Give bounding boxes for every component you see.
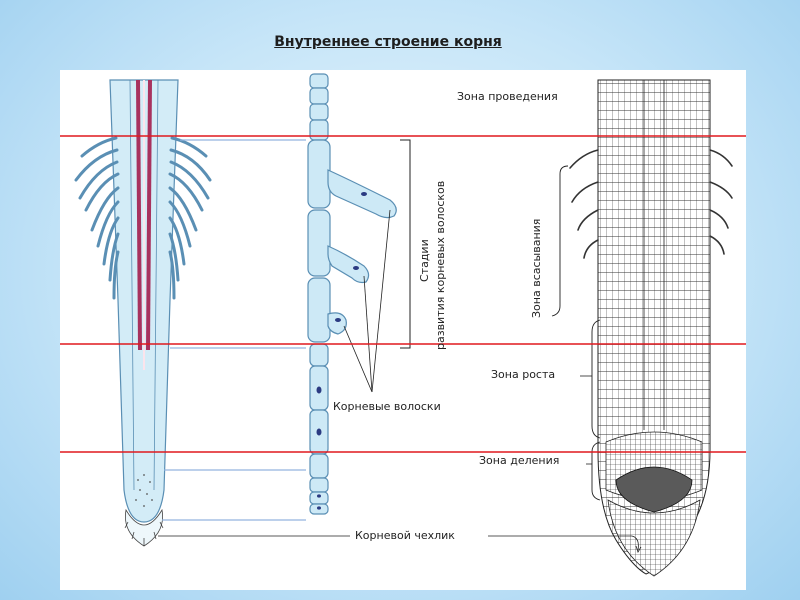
- label-conduction-zone: Зона проведения: [456, 90, 559, 103]
- root-hairs-cellular: [569, 149, 733, 259]
- root-hairs-right: [168, 136, 212, 300]
- root-diagram: [60, 73, 746, 577]
- label-absorption-zone: Зона всасывания: [530, 218, 543, 318]
- label-growth-zone: Зона роста: [490, 368, 557, 381]
- root-hairs-left: [74, 136, 120, 300]
- cell-chain: [162, 73, 411, 521]
- zone-boundaries: [60, 135, 746, 453]
- label-root-cap: Корневой чехлик: [354, 529, 456, 542]
- root-cellular: [488, 79, 733, 577]
- diagram-panel: Зона проведения Зона роста Зона деления …: [60, 70, 746, 590]
- label-hair-stages-line2: развития корневых волосков: [434, 180, 447, 350]
- label-division-zone: Зона деления: [478, 454, 561, 467]
- root-longitudinal: [74, 79, 350, 547]
- page-title: Внутреннее строение корня: [274, 34, 502, 50]
- label-root-hairs: Корневые волоски: [332, 400, 442, 413]
- label-hair-stages-line1: Стадии: [418, 239, 431, 282]
